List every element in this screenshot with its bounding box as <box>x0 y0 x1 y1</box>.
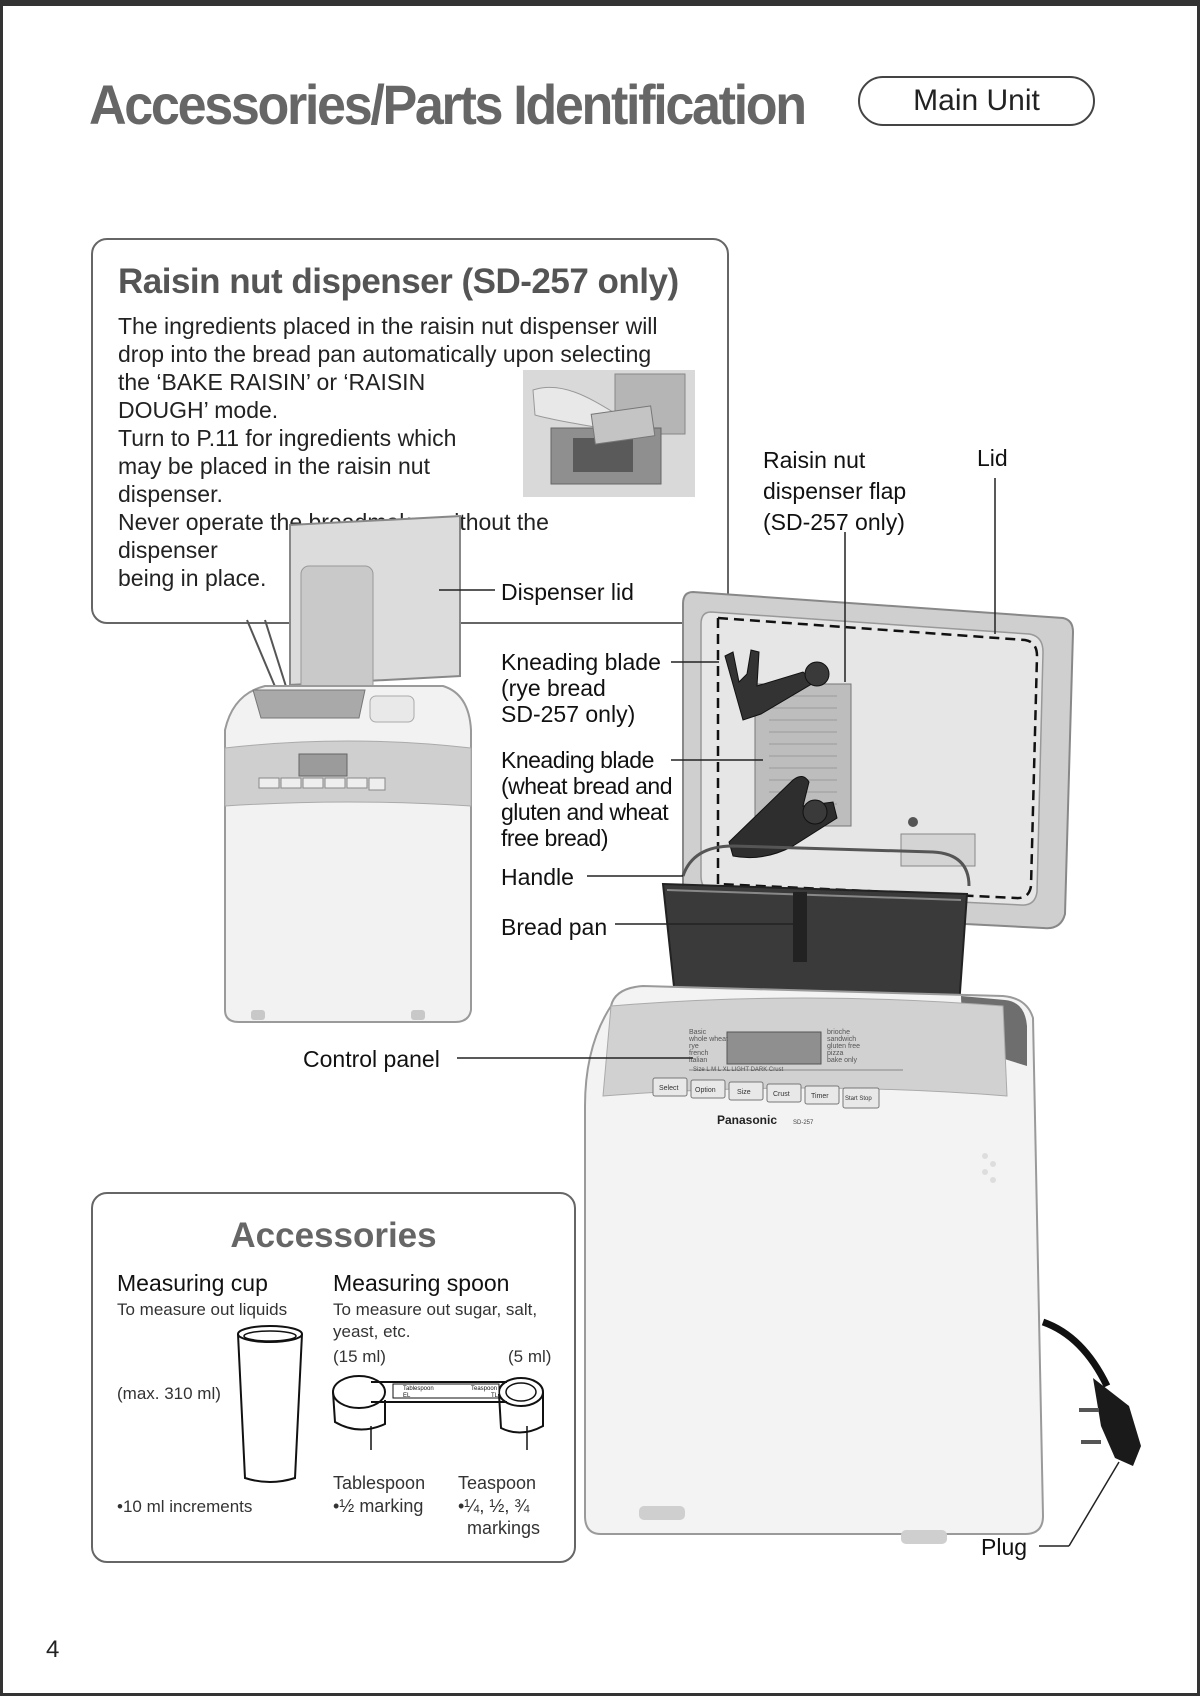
option-button <box>690 1079 726 1099</box>
timer-button <box>804 1085 840 1105</box>
measuring-cup-desc: To measure out liquids <box>117 1300 288 1319</box>
teaspoon-label: Teaspoon <box>458 1473 537 1493</box>
tablespoon-label: Tablespoon <box>333 1473 426 1493</box>
measuring-cup-increments: •10 ml increments <box>117 1497 253 1516</box>
description-line: dispenser <box>118 537 218 563</box>
label-bread-pan: Bread pan <box>501 914 608 940</box>
button-label: Timer <box>811 1093 829 1100</box>
breadmaker-illustration: Panasonic SD-257 Basic whole wheat rye f… <box>224 478 1141 1547</box>
label-lid: Lid <box>977 445 1008 471</box>
spoon-imprint: Teaspoon <box>471 1386 497 1392</box>
menu-left-item: rye <box>689 1043 699 1050</box>
small-breadmaker <box>224 514 472 1023</box>
label-line: (wheat bread and <box>501 773 673 799</box>
description-line: being in place. <box>118 565 267 591</box>
crust-button <box>766 1083 802 1103</box>
measuring-cup-icon <box>237 1325 303 1483</box>
measuring-spoon-icon: Tablespoon EL Teaspoon TL <box>332 1375 544 1450</box>
label-line: free bread) <box>501 825 609 851</box>
menu-left-item: italian <box>689 1057 707 1064</box>
label-line: (SD-257 only) <box>763 509 905 535</box>
panel-buttons <box>652 1077 880 1109</box>
label-raisin-flap: Raisin nut dispenser flap (SD-257 only) <box>763 445 906 538</box>
size-button <box>728 1081 764 1101</box>
raisin-dispenser-title: Raisin nut dispenser (SD-257 only) <box>118 262 679 301</box>
main-unit-badge: Main Unit <box>858 76 1095 126</box>
accessories-title: Accessories <box>230 1216 437 1255</box>
label-control-panel: Control panel <box>303 1046 440 1072</box>
description-line: Turn to P.11 for ingredients which <box>118 425 457 451</box>
measuring-spoon-desc: To measure out sugar, salt, yeast, etc. <box>333 1299 537 1343</box>
description-line: dispenser. <box>118 481 223 507</box>
menu-left-item: Basic <box>689 1029 707 1036</box>
label-line: Kneading blade <box>501 747 654 773</box>
label-dispenser-lid: Dispenser lid <box>501 579 634 605</box>
spoon-imprint: EL <box>403 1393 411 1399</box>
label-line: (rye bread <box>501 675 606 701</box>
menu-right-item: brioche <box>827 1029 850 1036</box>
marking-line: markings <box>467 1518 541 1538</box>
raisin-dispenser-description: The ingredients placed in the raisin nut… <box>118 312 658 592</box>
teaspoon-volume: (5 ml) <box>508 1347 552 1366</box>
button-label: Select <box>659 1085 679 1092</box>
spoon-imprint: TL <box>491 1393 499 1399</box>
description-line: the ‘BAKE RAISIN’ or ‘RAISIN <box>118 369 426 395</box>
menu-right-item: sandwich <box>827 1036 856 1043</box>
label-line: Raisin nut <box>763 447 866 473</box>
tablespoon-volume: (15 ml) <box>333 1347 386 1366</box>
menu-left-item: french <box>689 1050 709 1057</box>
button-label: Size <box>737 1089 751 1096</box>
spoon-imprint: Tablespoon <box>403 1386 434 1392</box>
menu-right-item: bake only <box>827 1057 857 1064</box>
label-kneading-rye: Kneading blade (rye bread SD-257 only) <box>501 649 661 727</box>
label-line: SD-257 only) <box>501 701 636 727</box>
description-line: DOUGH’ mode. <box>118 397 279 423</box>
accessories-box <box>91 1192 576 1563</box>
label-handle: Handle <box>501 864 574 890</box>
page-title: Accessories/Parts Identification <box>89 73 807 136</box>
page-number: 4 <box>46 1636 60 1663</box>
label-line: Kneading blade <box>501 649 661 675</box>
panel-menu: Basic whole wheat rye french italian bri… <box>688 1029 860 1073</box>
label-line: dispenser flap <box>763 478 907 504</box>
menu-left-item: whole wheat <box>688 1036 728 1043</box>
menu-right-item: gluten free <box>827 1043 860 1050</box>
desc-line: To measure out sugar, salt, <box>333 1300 538 1319</box>
label-line: gluten and wheat <box>501 799 669 825</box>
label-kneading-wheat: Kneading blade (wheat bread and gluten a… <box>501 747 673 851</box>
large-breadmaker: Panasonic SD-257 Basic whole wheat rye f… <box>439 478 1141 1547</box>
description-line: drop into the bread pan automatically up… <box>118 341 652 367</box>
measuring-cup-title: Measuring cup <box>117 1270 268 1296</box>
dispenser-hand-photo <box>523 370 695 497</box>
brand-logo: Panasonic <box>717 1113 777 1127</box>
size-crust-row: Size L M L XL LIGHT DARK Crust <box>693 1067 784 1073</box>
model-number: SD-257 <box>793 1120 814 1126</box>
select-button <box>652 1077 688 1097</box>
desc-line: yeast, etc. <box>333 1322 411 1341</box>
teaspoon-marking: •¼, ½, ¾ markings <box>458 1495 540 1539</box>
tablespoon-marking: •½ marking <box>333 1496 424 1516</box>
description-line: may be placed in the raisin nut <box>118 453 430 479</box>
menu-right-item: pizza <box>827 1050 843 1057</box>
label-plug: Plug <box>981 1534 1028 1560</box>
start-stop-button <box>842 1087 880 1109</box>
description-line: The ingredients placed in the raisin nut… <box>118 313 658 339</box>
measuring-cup-max: (max. 310 ml) <box>117 1384 221 1403</box>
marking-line: •¼, ½, ¾ <box>458 1496 530 1516</box>
measuring-spoon-title: Measuring spoon <box>333 1270 510 1296</box>
button-label: Option <box>695 1087 716 1094</box>
button-label: Start Stop <box>845 1096 872 1102</box>
button-label: Crust <box>773 1091 790 1098</box>
